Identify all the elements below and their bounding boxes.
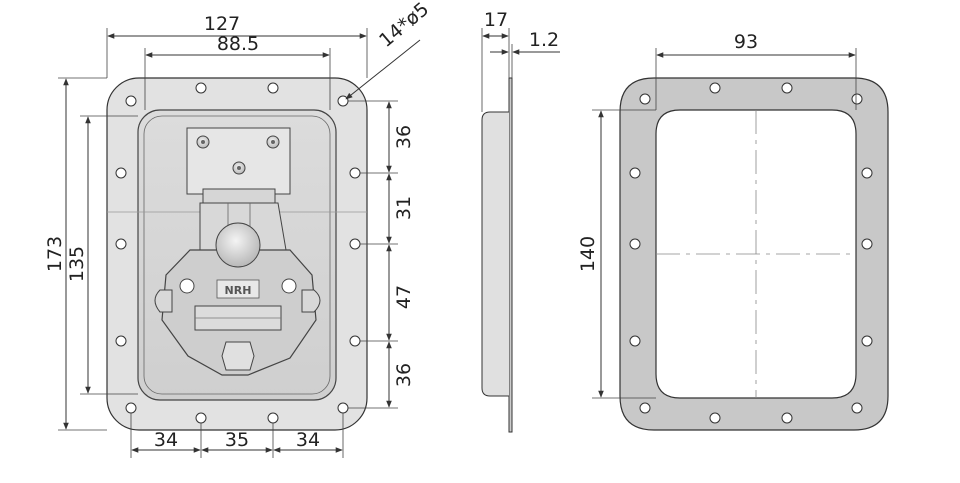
gasket-hole — [629, 238, 641, 250]
dim-cutout-height: 140 — [577, 236, 599, 272]
dim-inner-height: 135 — [66, 246, 88, 282]
side-flange — [508, 77, 513, 433]
dim-inner-width: 88.5 — [217, 33, 259, 55]
gasket-hole — [709, 82, 721, 94]
mounting-hole — [125, 95, 137, 107]
mounting-hole — [267, 412, 279, 424]
mounting-hole — [115, 167, 127, 179]
recess-inner-edge — [143, 115, 331, 395]
mounting-hole — [349, 167, 361, 179]
gasket-hole — [851, 93, 863, 105]
gasket-hole — [781, 82, 793, 94]
dim-holes-callout: 14*ø5 — [375, 0, 433, 52]
dim-overall-height: 173 — [44, 236, 66, 272]
gasket-hole — [709, 412, 721, 424]
mounting-hole — [195, 412, 207, 424]
side-recess-profile — [481, 111, 509, 397]
front-view: NRH 127 88.5 14*ø5 173 135 — [44, 0, 433, 458]
gasket-hole — [781, 412, 793, 424]
gasket-hole — [639, 93, 651, 105]
dim-seg-lower: 47 — [393, 285, 415, 309]
dim-cutout-width: 93 — [734, 31, 758, 53]
gasket-hole — [861, 238, 873, 250]
dim-overall-width: 127 — [204, 13, 240, 35]
dim-bottom-right: 34 — [296, 429, 320, 451]
mounting-hole — [195, 82, 207, 94]
cutout-view: 93 140 — [577, 31, 889, 431]
hinge-bracket — [186, 127, 291, 204]
dim-seg-upper: 31 — [393, 196, 415, 220]
gasket-hole — [629, 335, 641, 347]
gasket-hole — [629, 167, 641, 179]
mounting-hole — [349, 238, 361, 250]
mounting-hole — [267, 82, 279, 94]
side-view: 17 1.2 — [481, 9, 560, 433]
latch-body: NRH — [154, 202, 321, 376]
gasket-hole — [861, 335, 873, 347]
dim-depth: 17 — [484, 9, 508, 31]
mounting-hole — [125, 402, 137, 414]
mounting-hole — [349, 335, 361, 347]
gasket-ring — [619, 77, 889, 431]
dim-thickness: 1.2 — [529, 29, 559, 51]
dim-seg-top: 36 — [393, 125, 415, 149]
mounting-hole — [115, 238, 127, 250]
mounting-holes — [115, 82, 361, 424]
gasket-hole — [861, 167, 873, 179]
mounting-hole — [337, 402, 349, 414]
gasket-hole — [851, 402, 863, 414]
dim-bottom-mid: 35 — [225, 429, 249, 451]
dim-bottom-left: 34 — [154, 429, 178, 451]
logo-plate — [216, 279, 260, 299]
gasket-holes — [629, 82, 873, 424]
dim-seg-bottom: 36 — [393, 363, 415, 387]
gasket-hole — [639, 402, 651, 414]
logo-text: NRH — [225, 284, 252, 297]
mounting-hole — [115, 335, 127, 347]
mounting-hole — [337, 95, 349, 107]
